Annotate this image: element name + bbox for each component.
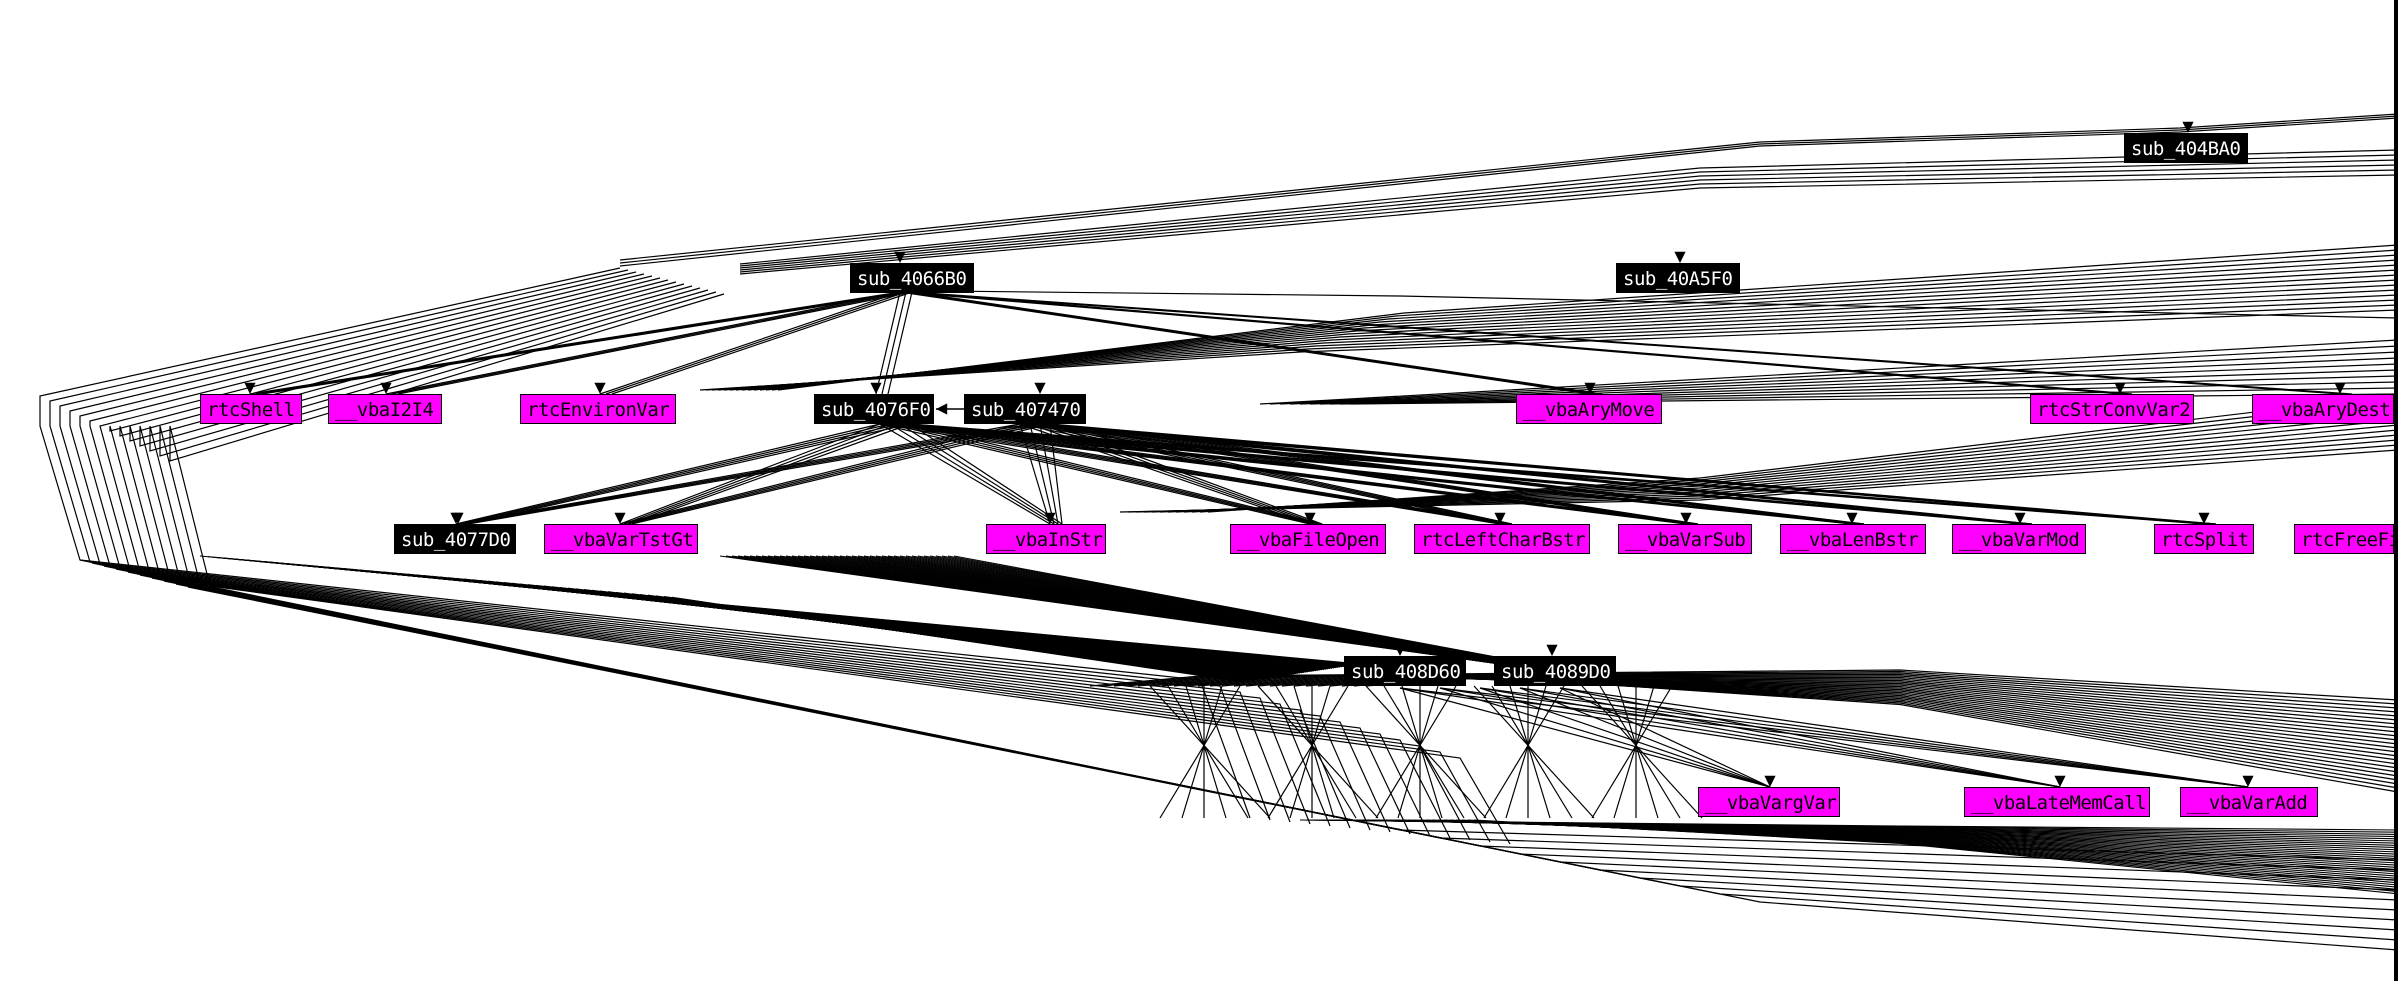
- node-vbavarmod[interactable]: __vbaVarMod: [1952, 524, 2086, 554]
- node-sub-40a5f0[interactable]: sub_40A5F0: [1616, 263, 1740, 293]
- node-sub-404ba0[interactable]: sub_404BA0: [2124, 133, 2248, 163]
- node-vbalatememcall[interactable]: __vbaLateMemCall: [1964, 787, 2150, 817]
- node-sub-4066b0[interactable]: sub_4066B0: [850, 263, 974, 293]
- node-sub-4077d0[interactable]: sub_4077D0: [394, 524, 516, 554]
- node-vbavaradd[interactable]: __vbaVarAdd: [2180, 787, 2318, 817]
- node-rtcleftcharbstr[interactable]: rtcLeftCharBstr: [1414, 524, 1590, 554]
- node-vbai2i4[interactable]: __vbaI2I4: [328, 394, 442, 424]
- node-sub-4089d0[interactable]: sub_4089D0: [1494, 656, 1616, 686]
- node-rtcsplit[interactable]: rtcSplit: [2154, 524, 2254, 554]
- node-rtcstrconvvar2[interactable]: rtcStrConvVar2: [2030, 394, 2194, 424]
- node-rtcfreefile[interactable]: rtcFreeFile: [2294, 524, 2394, 554]
- node-vbalenbstr[interactable]: __vbaLenBstr: [1780, 524, 1926, 554]
- node-vbavargvar[interactable]: __vbaVargVar: [1698, 787, 1840, 817]
- node-vbavarsub[interactable]: __vbaVarSub: [1618, 524, 1752, 554]
- node-vbavartstgt[interactable]: __vbaVarTstGt: [544, 524, 698, 554]
- node-vbaarydestruct[interactable]: __vbaAryDestruct: [2252, 394, 2394, 424]
- node-sub-408d60[interactable]: sub_408D60: [1344, 656, 1466, 686]
- node-vbaarymove[interactable]: __vbaAryMove: [1516, 394, 1662, 424]
- window-right-border: [2394, 0, 2398, 981]
- node-sub-407470[interactable]: sub_407470: [964, 394, 1086, 424]
- node-vbafileopen[interactable]: __vbaFileOpen: [1230, 524, 1386, 554]
- node-rtcshell[interactable]: rtcShell: [200, 394, 302, 424]
- node-rtcenvironvar[interactable]: rtcEnvironVar: [520, 394, 676, 424]
- node-vbainstr[interactable]: __vbaInStr: [986, 524, 1106, 554]
- node-sub-4076f0[interactable]: sub_4076F0: [814, 394, 934, 424]
